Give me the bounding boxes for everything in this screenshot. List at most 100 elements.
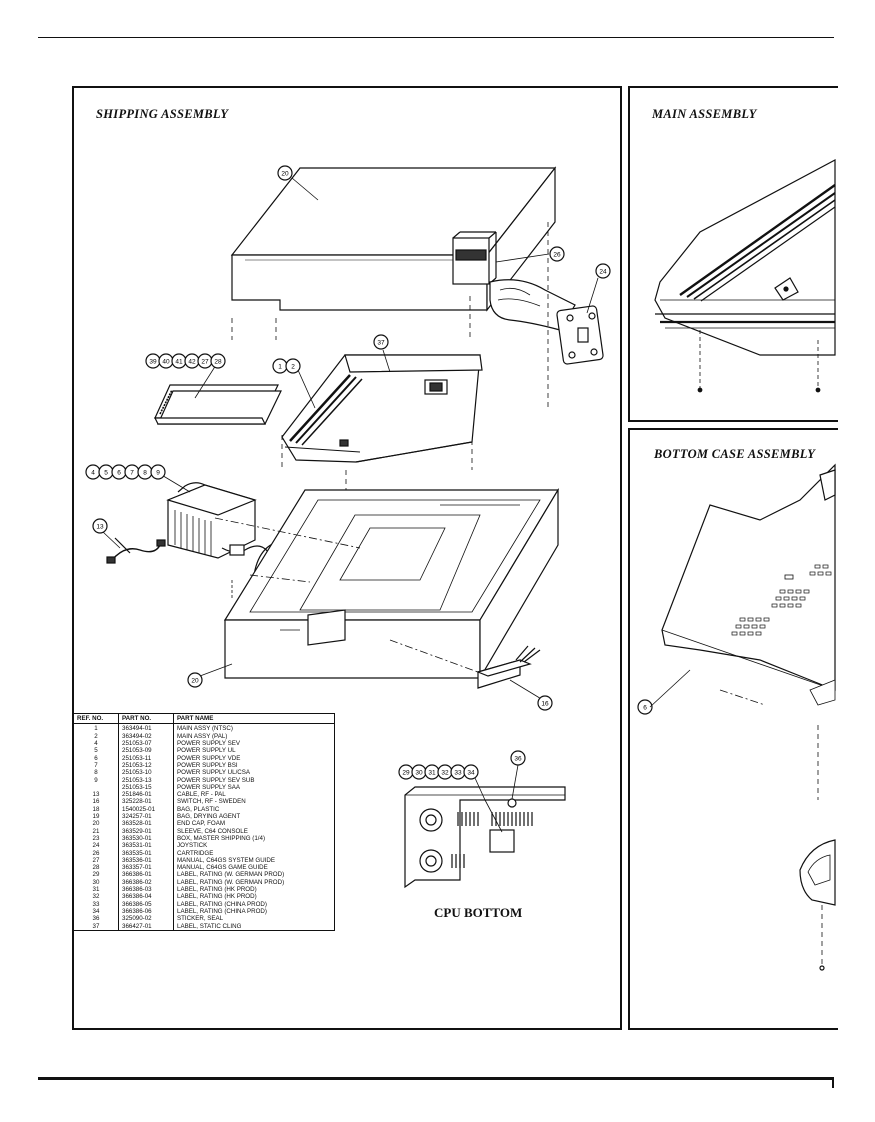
part-name-cell: POWER SUPPLY SEV SUB	[173, 776, 335, 784]
part-name-cell: LABEL, RATING (W. GERMAN PROD)	[173, 871, 335, 879]
part-no-cell: 363535-01	[118, 849, 174, 857]
ref-cell: 27	[73, 856, 119, 865]
part-name-cell: SLEEVE, C64 CONSOLE	[173, 827, 335, 835]
header-part-name: PART NAME	[173, 712, 335, 725]
parts-table-header: REF. NO. PART NO. PART NAME	[73, 712, 335, 725]
part-name-cell: BAG, PLASTIC	[173, 805, 335, 814]
svg-text:39: 39	[149, 359, 157, 366]
top-end-cap	[230, 166, 557, 312]
ref-cell: 5	[73, 747, 119, 755]
callout-34: 34	[463, 764, 479, 780]
svg-text:40: 40	[162, 359, 170, 366]
callout-4: 4	[85, 464, 101, 480]
svg-text:20: 20	[191, 678, 199, 685]
part-name-cell: BOX, MASTER SHIPPING (1/4)	[173, 834, 335, 843]
svg-text:6: 6	[117, 470, 121, 477]
part-no-cell: 366386-01	[118, 871, 174, 879]
part-no-cell: 363530-01	[118, 834, 174, 843]
part-name-cell: MAIN ASSY (NTSC)	[173, 723, 335, 733]
top-rule	[38, 37, 834, 38]
part-name-cell: POWER SUPPLY SAA	[173, 783, 335, 792]
part-no-cell: 251053-13	[118, 776, 174, 784]
manuals	[154, 384, 282, 425]
ref-cell: 33	[73, 900, 119, 908]
part-no-cell: 325228-01	[118, 798, 174, 806]
part-no-cell: 363529-01	[118, 827, 174, 835]
callout-31: 31	[424, 764, 440, 780]
ref-cell: 2	[73, 732, 119, 741]
svg-text:36: 36	[514, 756, 522, 763]
svg-text:20: 20	[281, 171, 289, 178]
callout-39: 39	[145, 353, 161, 369]
bottom-case-assembly-title: BOTTOM CASE ASSEMBLY	[654, 447, 816, 461]
right-edge-mark	[832, 1080, 834, 1088]
part-no-cell: 363528-01	[118, 820, 174, 828]
part-no-cell: 251053-12	[118, 761, 174, 770]
part-no-cell: 366386-02	[118, 878, 174, 887]
locator-lines-top	[231, 222, 549, 500]
ref-cell: 7	[73, 761, 119, 770]
ref-cell: 19	[73, 813, 119, 821]
ref-cell: 20	[73, 820, 119, 828]
part-name-cell: CABLE, RF - PAL	[173, 791, 335, 799]
part-no-cell: 251053-09	[118, 747, 174, 755]
svg-text:8: 8	[143, 470, 147, 477]
callout-36: 36	[510, 750, 526, 766]
svg-text:33: 33	[454, 770, 462, 777]
leader-lines-shipping	[214, 517, 479, 673]
ref-cell: 34	[73, 907, 119, 916]
ref-cell: 23	[73, 834, 119, 843]
part-name-cell: LABEL, RATING (CHINA PROD)	[173, 900, 335, 908]
part-name-cell: SWITCH, RF - SWEDEN	[173, 798, 335, 806]
part-no-cell: 1540025-01	[118, 805, 174, 814]
console-main-assembly	[281, 354, 483, 463]
svg-text:29: 29	[402, 770, 410, 777]
ref-cell: 4	[73, 740, 119, 748]
part-name-cell: STICKER, SEAL	[173, 915, 335, 923]
ref-cell	[73, 783, 119, 792]
header-part-no: PART NO.	[118, 712, 174, 725]
rf-cable	[106, 537, 166, 564]
part-no-cell: 251053-10	[118, 769, 174, 777]
part-name-cell: CARTRIDGE	[173, 849, 335, 857]
callout-8: 8	[137, 464, 153, 480]
part-name-cell: POWER SUPPLY BSI	[173, 761, 335, 770]
rf-switch	[476, 645, 541, 689]
ref-cell: 6	[73, 754, 119, 762]
part-name-cell: POWER SUPPLY VDE	[173, 754, 335, 762]
part-no-cell: 366386-06	[118, 907, 174, 916]
part-no-cell: 324257-01	[118, 813, 174, 821]
svg-text:7: 7	[130, 470, 134, 477]
ref-cell: 21	[73, 827, 119, 835]
part-no-cell: 363357-01	[118, 864, 174, 872]
part-no-cell: 363531-01	[118, 842, 174, 850]
part-no-cell: 363536-01	[118, 856, 174, 865]
svg-text:27: 27	[201, 359, 209, 366]
part-no-cell: 251053-07	[118, 740, 174, 748]
svg-text:16: 16	[541, 701, 549, 708]
svg-text:34: 34	[467, 770, 475, 777]
ref-cell: 30	[73, 878, 119, 887]
svg-text:24: 24	[599, 269, 607, 276]
svg-text:28: 28	[214, 359, 222, 366]
part-name-cell: JOYSTICK	[173, 842, 335, 850]
svg-text:41: 41	[175, 359, 183, 366]
part-no-cell: 366386-03	[118, 886, 174, 894]
